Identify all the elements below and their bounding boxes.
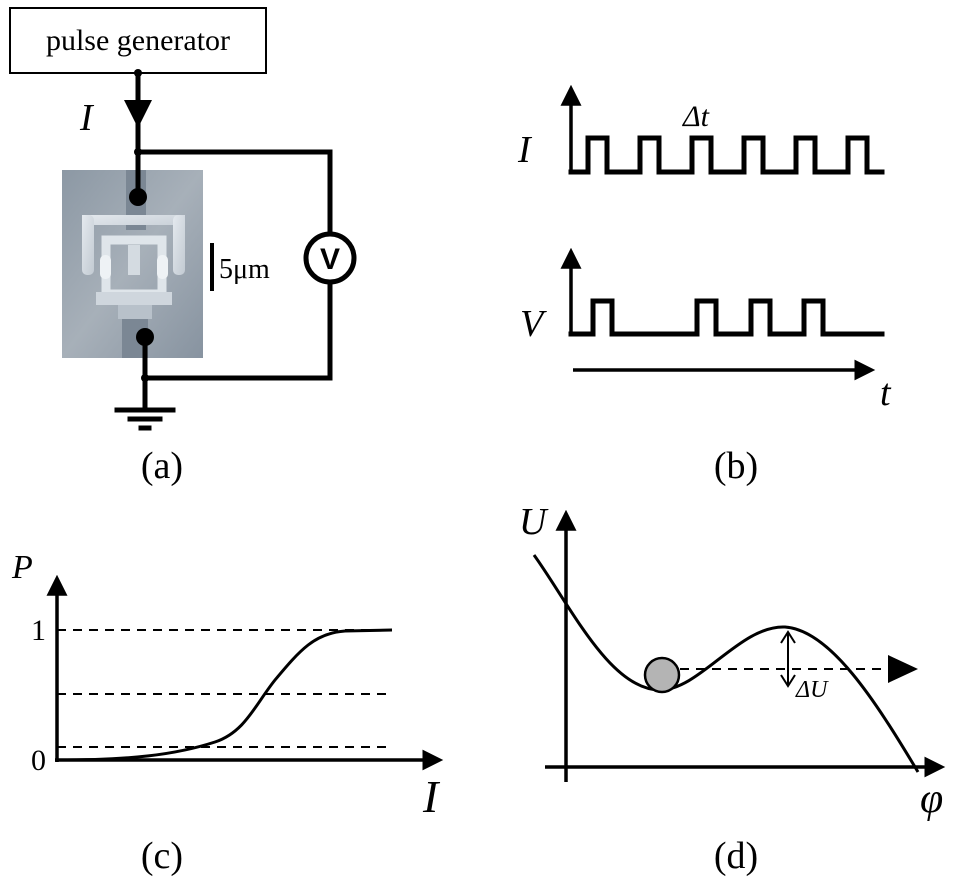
- tick-label-zero: 0: [31, 744, 46, 777]
- energy-axis-label: U: [519, 501, 549, 543]
- pulse-generator-label: pulse generator: [46, 24, 230, 57]
- scale-bar-label: 5μm: [219, 254, 270, 285]
- phase-axis-label: φ: [920, 776, 943, 822]
- escape-arrow-icon: [888, 655, 918, 683]
- voltage-pulse-train: [568, 298, 885, 337]
- generator-terminal: [134, 69, 142, 77]
- current-axis-label: I: [422, 771, 441, 822]
- switching-probability-curve: [56, 628, 393, 762]
- bottom-node: [141, 374, 149, 382]
- time-axis-label: t: [880, 372, 892, 414]
- top-contact: [129, 188, 147, 206]
- barrier-arrow-down-icon: [780, 674, 796, 688]
- tick-label-one: 1: [31, 614, 46, 647]
- panel-a-circuit: pulse generator I V: [9, 7, 357, 487]
- current-trace-label: I: [517, 129, 533, 171]
- probability-axis-label: P: [11, 549, 33, 586]
- pulse-generator-box: [9, 7, 267, 74]
- panel-d-caption: (d): [714, 835, 758, 877]
- panel-b-caption: (b): [714, 445, 758, 487]
- current-pulse-train: [568, 135, 885, 175]
- panel-c-probability: P I 1 0 (c): [11, 549, 444, 877]
- voltage-trace-label: V: [520, 303, 547, 345]
- current-direction-arrow-icon: [124, 100, 152, 128]
- barrier-arrow-up-icon: [780, 630, 796, 644]
- voltmeter-label: V: [320, 243, 340, 276]
- panel-b-pulses: I Δt V t (b): [517, 84, 892, 487]
- potential-energy-curve: [532, 554, 920, 773]
- panel-c-caption: (c): [141, 835, 183, 877]
- panel-d-potential: U φ ΔU (d): [519, 501, 946, 877]
- barrier-height-label: ΔU: [795, 677, 829, 703]
- phase-particle: [643, 656, 681, 694]
- current-label: I: [79, 97, 95, 139]
- panel-a-caption: (a): [141, 445, 183, 487]
- pulse-width-label: Δt: [682, 100, 710, 133]
- ground-icon: [114, 407, 176, 431]
- sem-micrograph: [62, 170, 203, 358]
